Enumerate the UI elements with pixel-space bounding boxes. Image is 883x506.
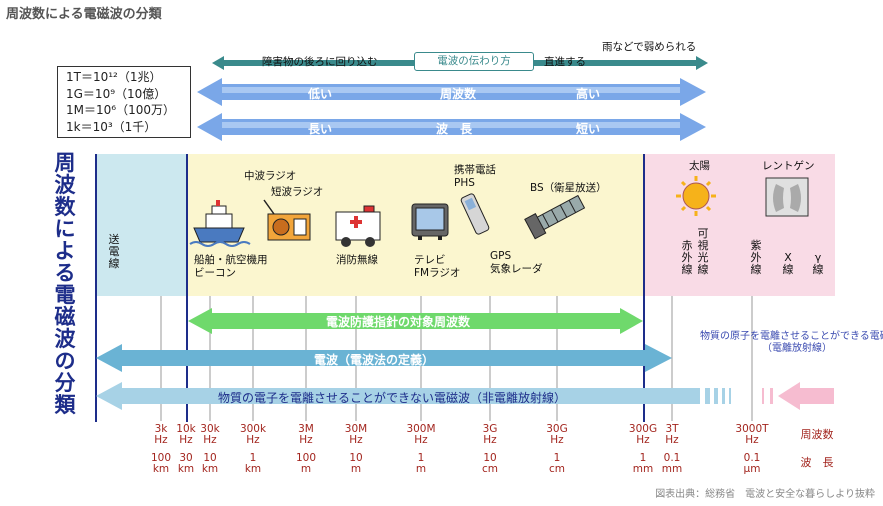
ambulance-icon bbox=[335, 205, 381, 247]
diagram-title: 周波数による電磁波の分類 bbox=[6, 7, 162, 22]
sun-icon bbox=[676, 176, 716, 216]
wavelength-tick-label: 1 mm bbox=[632, 452, 654, 475]
freq-tick-label: 10k Hz bbox=[176, 423, 196, 446]
freq-tick-label: 3000T Hz bbox=[735, 423, 769, 446]
freq-tick-label: 300G Hz bbox=[628, 423, 658, 446]
axis-freq-label: 周波数 bbox=[800, 428, 834, 441]
ionizing-arrow bbox=[762, 382, 834, 410]
radio-law-label: 電波（電波法の定義） bbox=[314, 353, 435, 367]
non-ionizing-label: 物質の電子を電離させることができない電磁波（非電離放射線） bbox=[218, 391, 567, 405]
propagation-center-label: 電波の伝わり方 bbox=[414, 52, 534, 71]
xray-film-icon bbox=[765, 177, 809, 217]
ship-icon bbox=[189, 200, 251, 247]
propagation-top-right-label: 雨などで弱められる bbox=[602, 41, 697, 53]
satellite-icon bbox=[524, 194, 586, 240]
unit-t: 1T＝10¹²（1兆） bbox=[66, 70, 162, 84]
label-sun: 太陽 bbox=[689, 160, 710, 172]
label-bs: BS（衛星放送） bbox=[530, 182, 607, 194]
freq-tick-label: 3k Hz bbox=[154, 423, 168, 446]
wavelength-tick-label: 30 km bbox=[177, 452, 195, 475]
unit-g: 1G＝10⁹（10億） bbox=[66, 86, 167, 101]
guideline-label: 電波防護指針の対象周波数 bbox=[326, 315, 471, 329]
freq-tick-label: 300M Hz bbox=[406, 423, 436, 446]
propagation-left-label: 障害物の後ろに回り込む bbox=[262, 56, 378, 68]
label-fire-radio: 消防無線 bbox=[336, 254, 378, 266]
non-ionizing-arrow bbox=[96, 382, 731, 410]
radio-icon bbox=[263, 199, 311, 241]
freq-tick-label: 3M Hz bbox=[298, 423, 314, 446]
freq-tick-label: 30G Hz bbox=[546, 423, 568, 446]
wavelength-tick-label: 1 m bbox=[415, 452, 427, 475]
guideline-arrow bbox=[188, 308, 643, 334]
unit-legend-box: 1T＝10¹²（1兆） 1G＝10⁹（10億） 1M＝10⁶（100万） 1k＝… bbox=[57, 66, 191, 138]
label-infrared: 赤 外 線 bbox=[681, 239, 693, 276]
unit-k: 1k＝10³（1千） bbox=[66, 119, 157, 134]
vertical-title: 周 波 数 に よ る 電 磁 波 の 分 類 bbox=[54, 151, 76, 417]
wave-short-label: 短い bbox=[576, 122, 601, 136]
wave-label: 波 長 bbox=[436, 122, 473, 136]
wavelength-tick-label: 0.1 mm bbox=[661, 452, 683, 475]
label-ultraviolet: 紫 外 線 bbox=[750, 239, 762, 276]
label-gamma: γ 線 bbox=[812, 251, 824, 276]
freq-label: 周波数 bbox=[440, 87, 477, 101]
wavelength-tick-label: 100 m bbox=[295, 452, 317, 475]
wavelength-tick-label: 10 km bbox=[201, 452, 219, 475]
divider-300g bbox=[643, 154, 645, 422]
tv-icon bbox=[411, 203, 449, 240]
band-transmission bbox=[96, 154, 186, 296]
label-transmission: 送 電 線 bbox=[108, 233, 120, 270]
freq-tick-label: 3T Hz bbox=[665, 423, 679, 446]
wavelength-tick-label: 0.1 μm bbox=[743, 452, 761, 475]
frequency-arrow bbox=[197, 78, 706, 106]
label-ship-beacon: 船舶・航空機用 ビーコン bbox=[194, 254, 268, 279]
label-mobile-phs: 携帯電話 PHS bbox=[454, 164, 496, 189]
wavelength-arrow bbox=[197, 113, 706, 141]
axis-wave-label: 波 長 bbox=[800, 456, 834, 469]
label-sw-radio: 短波ラジオ bbox=[271, 186, 324, 198]
label-visible: 可 視 光 線 bbox=[697, 227, 709, 276]
label-x-ray: X 線 bbox=[782, 251, 794, 276]
wavelength-tick-label: 10 m bbox=[349, 452, 363, 475]
radio-law-arrow bbox=[96, 344, 672, 372]
range-arrows bbox=[96, 308, 834, 410]
freq-high-label: 高い bbox=[576, 87, 601, 101]
phone-icon bbox=[460, 193, 490, 235]
label-gps-radar: GPS 気象レーダ bbox=[490, 250, 543, 275]
radio-icons bbox=[189, 193, 586, 247]
propagation-right-label: 直進する bbox=[544, 56, 586, 68]
divider-left bbox=[95, 154, 97, 422]
label-xray-photo: レントゲン bbox=[762, 160, 815, 172]
freq-tick-label: 300k Hz bbox=[239, 423, 267, 446]
freq-tick-label: 3G Hz bbox=[482, 423, 498, 446]
freq-tick-label: 30M Hz bbox=[344, 423, 368, 446]
divider-10k bbox=[186, 154, 188, 422]
freq-low-label: 低い bbox=[308, 87, 333, 101]
unit-m: 1M＝10⁶（100万） bbox=[66, 103, 175, 117]
ionizing-label: 物質の原子を電離させることができる電磁波 （電離放射線） bbox=[700, 331, 883, 354]
freq-tick-label: 30k Hz bbox=[200, 423, 220, 446]
wave-long-label: 長い bbox=[308, 122, 333, 136]
label-am-radio: 中波ラジオ bbox=[244, 170, 297, 182]
wavelength-tick-label: 10 cm bbox=[481, 452, 498, 475]
wavelength-tick-label: 1 cm bbox=[548, 452, 565, 475]
wavelength-tick-label: 100 km bbox=[150, 452, 172, 475]
light-icons bbox=[676, 176, 809, 217]
wavelength-tick-label: 1 km bbox=[244, 452, 262, 475]
source-note: 図表出典：総務省 電波と安全な暮らしより抜粋 bbox=[655, 489, 875, 500]
label-tv-fm: テレビ FMラジオ bbox=[414, 254, 461, 279]
